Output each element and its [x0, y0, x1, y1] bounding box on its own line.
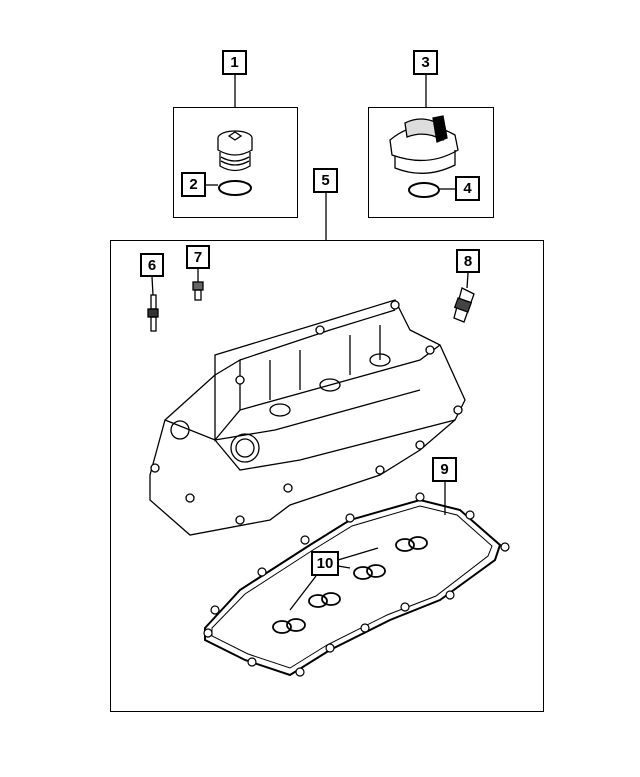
- callout-5[interactable]: 5: [313, 168, 338, 193]
- oil-plug-part-1: [217, 130, 253, 172]
- callout-4[interactable]: 4: [455, 176, 480, 201]
- o-ring-part-2: [218, 180, 252, 196]
- group-frame-1: [173, 107, 298, 218]
- valve-cover-part-5: [149, 299, 466, 536]
- gasket-part-9: [203, 492, 510, 677]
- callout-10[interactable]: 10: [311, 551, 339, 576]
- valve-part-8: [453, 287, 475, 323]
- spark-plug-seals-part-10: [272, 536, 428, 634]
- callout-1[interactable]: 1: [222, 50, 247, 75]
- oil-cap-part-3: [389, 115, 459, 174]
- callout-6[interactable]: 6: [140, 253, 164, 277]
- callout-8[interactable]: 8: [456, 249, 480, 273]
- callout-3[interactable]: 3: [413, 50, 438, 75]
- group-frame-3: [368, 107, 494, 218]
- callout-9[interactable]: 9: [432, 457, 457, 482]
- callout-2[interactable]: 2: [181, 172, 206, 197]
- sensor-part-6: [147, 294, 159, 332]
- leader-lines: [151, 75, 469, 611]
- seal-part-4: [408, 182, 440, 198]
- group-frame-5: [110, 240, 544, 712]
- bolt-part-7: [192, 281, 204, 301]
- callout-7[interactable]: 7: [186, 245, 210, 269]
